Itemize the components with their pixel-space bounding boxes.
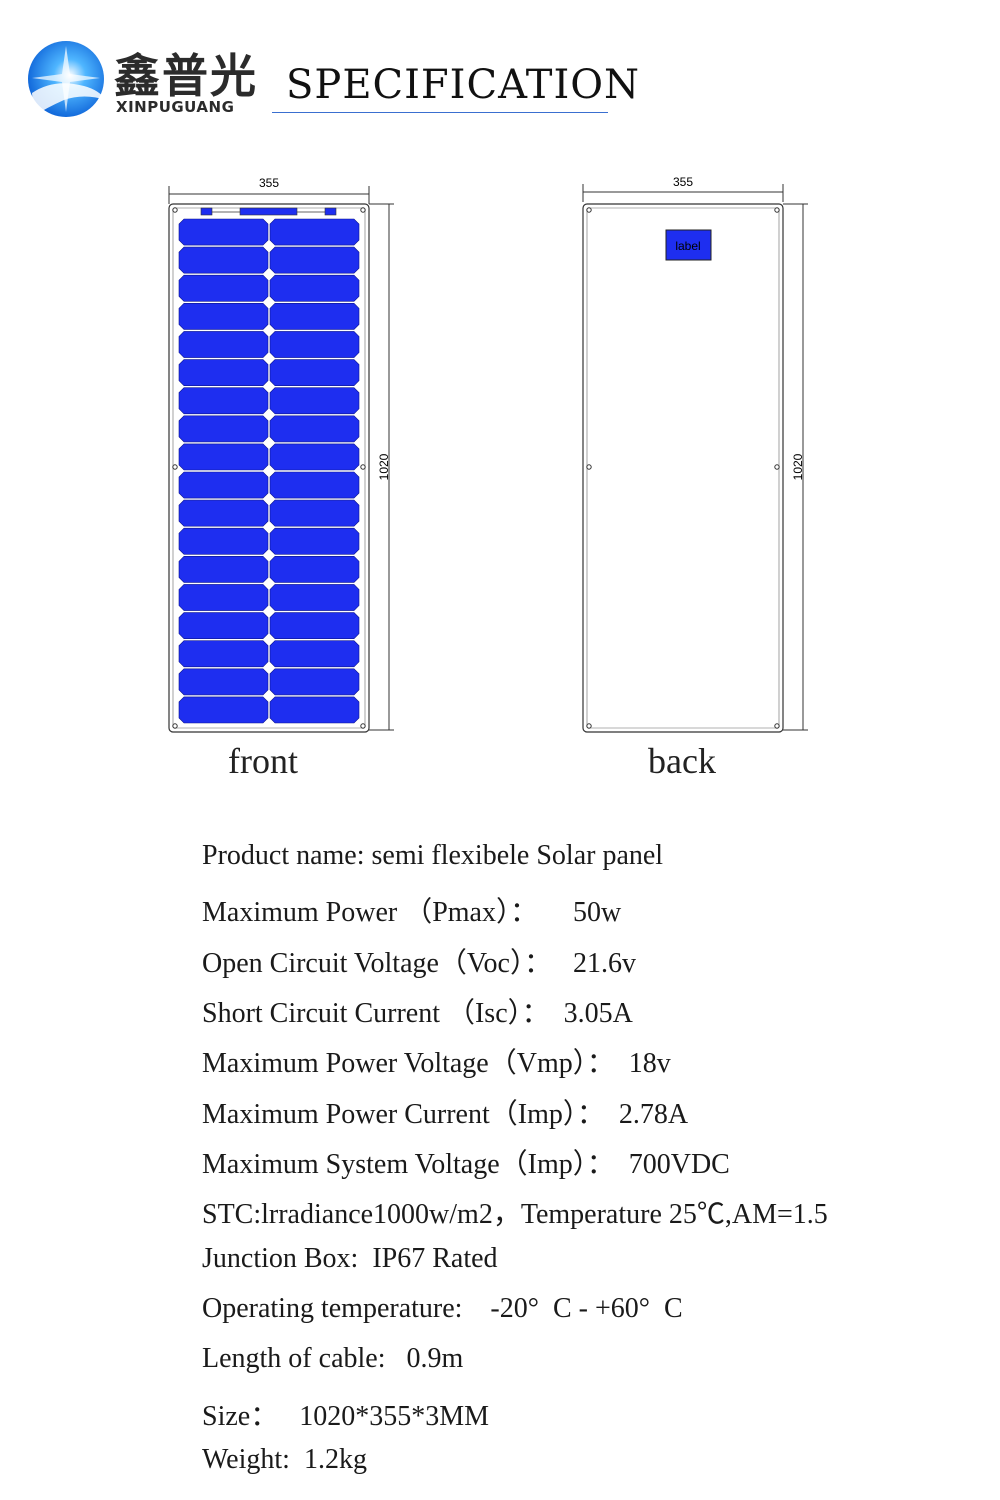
back-label-box <box>665 229 712 261</box>
spec-operating-temperature: Operating temperature: -20° C - +60° C <box>202 1293 683 1324</box>
solar-cell <box>269 387 360 415</box>
solar-cell <box>269 274 360 302</box>
solar-cell <box>269 303 360 330</box>
logo: 鑫普光 XINPUGUANG <box>24 38 274 122</box>
solar-cell <box>269 499 360 527</box>
front-view: 355 1020 <box>168 176 394 733</box>
front-width-dim: 355 <box>259 176 279 190</box>
solar-cell <box>178 387 269 415</box>
solar-cell <box>269 696 360 724</box>
spec-max-power: Maximum Power （Pmax）： 50w <box>202 897 622 928</box>
solar-cell <box>269 331 360 358</box>
spec-weight: Weight: 1.2kg <box>202 1444 367 1475</box>
spec-cable-length: Length of cable: 0.9m <box>202 1343 464 1374</box>
solar-cell <box>269 415 360 443</box>
front-caption: front <box>228 741 298 781</box>
solar-cell <box>178 556 269 583</box>
solar-cell <box>178 218 269 246</box>
spec-max-power-voltage: Maximum Power Voltage（Vmp）： 18v <box>202 1048 671 1079</box>
solar-cell <box>178 584 269 611</box>
spec-max-system-voltage: Maximum System Voltage（Imp）： 700VDC <box>202 1149 730 1180</box>
solar-cell <box>269 246 360 274</box>
solar-cell <box>269 218 360 246</box>
solar-cell <box>178 527 269 555</box>
brand-name-cn: 鑫普光 <box>114 49 258 103</box>
spec-product-name: Product name: semi flexibele Solar panel <box>202 840 664 871</box>
solar-cell <box>269 668 360 696</box>
back-panel-outline <box>582 203 784 733</box>
solar-cell <box>269 640 360 668</box>
solar-cell <box>269 359 360 386</box>
solar-cell <box>178 668 269 696</box>
busbar-tab <box>324 207 337 216</box>
title-underline <box>272 112 608 113</box>
solar-cell <box>269 556 360 583</box>
back-height-dim: 1020 <box>791 453 805 480</box>
solar-cell <box>269 443 360 471</box>
solar-cell <box>269 584 360 611</box>
solar-cell <box>178 612 269 639</box>
back-caption: back <box>648 741 716 781</box>
spec-size: Size： 1020*355*3MM <box>202 1401 490 1432</box>
solar-cell <box>269 471 360 499</box>
spec-max-power-current: Maximum Power Current（Imp）： 2.78A <box>202 1099 689 1130</box>
solar-cell <box>178 303 269 330</box>
solar-cell <box>178 415 269 443</box>
busbar-tab <box>239 207 298 216</box>
solar-cell <box>178 359 269 386</box>
solar-cell <box>178 471 269 499</box>
solar-cell <box>178 443 269 471</box>
spec-junction-box: Junction Box: IP67 Rated <box>202 1243 498 1274</box>
solar-cell <box>178 499 269 527</box>
page-title: SPECIFICATION <box>286 62 641 108</box>
busbar-tab <box>200 207 213 216</box>
spec-open-circuit-voltage: Open Circuit Voltage（Voc）： 21.6v <box>202 948 636 979</box>
back-label-text: label <box>675 239 700 253</box>
panel-drawing: 355 1020 355 1020 <box>168 175 808 733</box>
solar-cell <box>178 246 269 274</box>
back-view: 355 1020 label <box>582 175 808 733</box>
brand-name-en: XINPUGUANG <box>116 98 235 116</box>
solar-cell <box>269 527 360 555</box>
spec-short-circuit-current: Short Circuit Current （Isc）： 3.05A <box>202 998 633 1029</box>
logo-globe-icon <box>28 41 106 117</box>
solar-cell <box>178 696 269 724</box>
solar-cells <box>178 218 360 724</box>
solar-cell <box>178 331 269 358</box>
solar-cell <box>178 640 269 668</box>
front-height-dim: 1020 <box>377 453 391 480</box>
solar-cell <box>178 274 269 302</box>
spec-stc: STC:lrradiance1000w/m2，Temperature 25℃,A… <box>202 1199 828 1230</box>
back-width-dim: 355 <box>673 175 693 189</box>
solar-cell <box>269 612 360 639</box>
